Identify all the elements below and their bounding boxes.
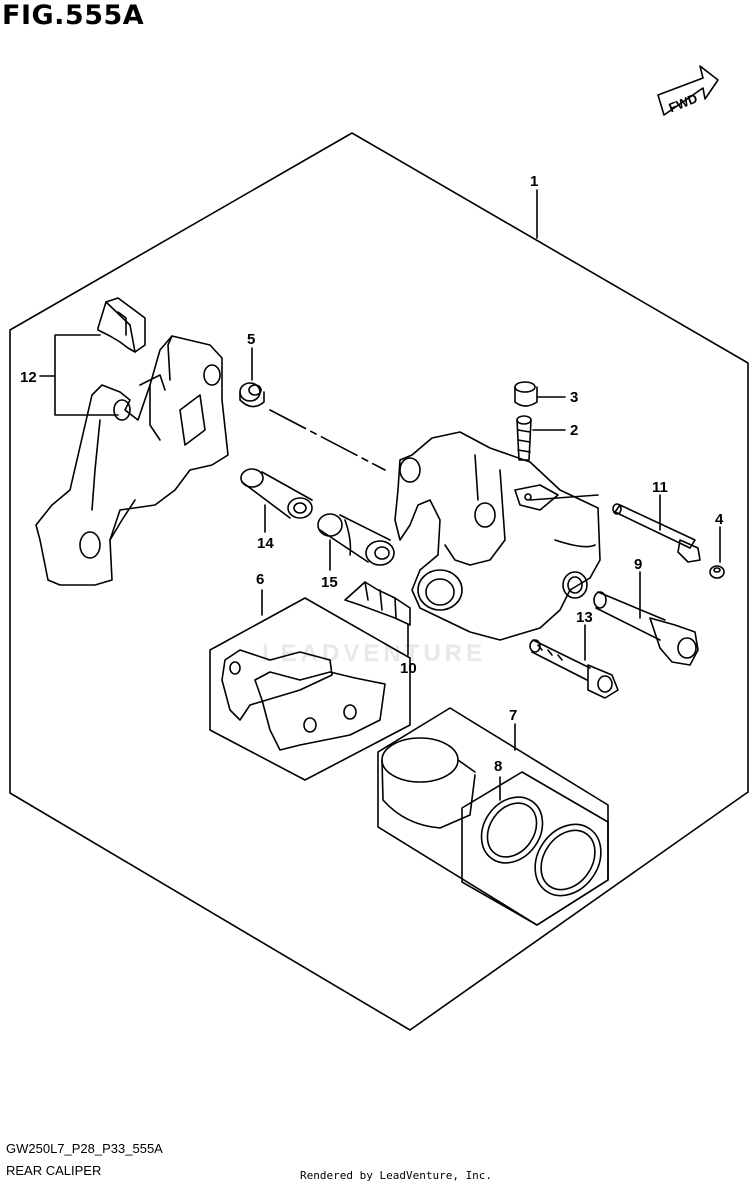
leader-12	[39, 334, 119, 416]
part-9-bolt	[593, 591, 699, 666]
callout-1: 1	[530, 173, 538, 190]
part-10-spring	[344, 581, 411, 626]
watermark-text: LEADVENTURE	[262, 640, 487, 667]
render-credit: Rendered by LeadVenture, Inc.	[300, 1169, 493, 1182]
callout-12: 12	[20, 369, 37, 386]
callout-7: 7	[509, 707, 517, 724]
part-14-sleeve	[240, 468, 313, 519]
part-15-boot	[317, 513, 395, 566]
part-6-box	[209, 597, 411, 781]
part-8-seals	[480, 796, 602, 897]
callout-10: 10	[400, 660, 417, 677]
callout-6: 6	[256, 571, 264, 588]
part-6-pads	[221, 649, 386, 751]
callout-14: 14	[257, 535, 274, 552]
part-8-box	[461, 771, 609, 926]
part-4-nut	[709, 565, 725, 579]
callout-13: 13	[576, 609, 593, 626]
callout-8: 8	[494, 758, 502, 775]
callout-15: 15	[321, 574, 338, 591]
part-3-bleeder-cap	[514, 381, 538, 407]
callout-5: 5	[247, 331, 255, 348]
part-5-cap	[239, 382, 265, 408]
callout-11: 11	[652, 479, 668, 496]
assembly-frame	[9, 132, 749, 1031]
figure-title: FIG.555A	[2, 0, 145, 31]
axis-line-5	[269, 409, 386, 471]
part-12-bracket	[35, 335, 229, 586]
callout-3: 3	[570, 389, 578, 406]
callout-4: 4	[715, 511, 724, 528]
callout-9: 9	[634, 556, 642, 573]
callout-2: 2	[570, 422, 578, 439]
part-13-bolt	[529, 639, 619, 699]
part-7-piston	[381, 737, 476, 829]
axis-line-2	[529, 494, 599, 501]
diagram-code: GW250L7_P28_P33_555A	[6, 1141, 163, 1156]
part-11-pin	[612, 503, 701, 563]
part-2-bleeder-screw	[516, 415, 532, 461]
fwd-arrow-icon	[657, 65, 719, 116]
diagram-name: REAR CALIPER	[6, 1163, 102, 1178]
part-12-clip	[97, 297, 146, 353]
caliper-body	[394, 431, 601, 641]
